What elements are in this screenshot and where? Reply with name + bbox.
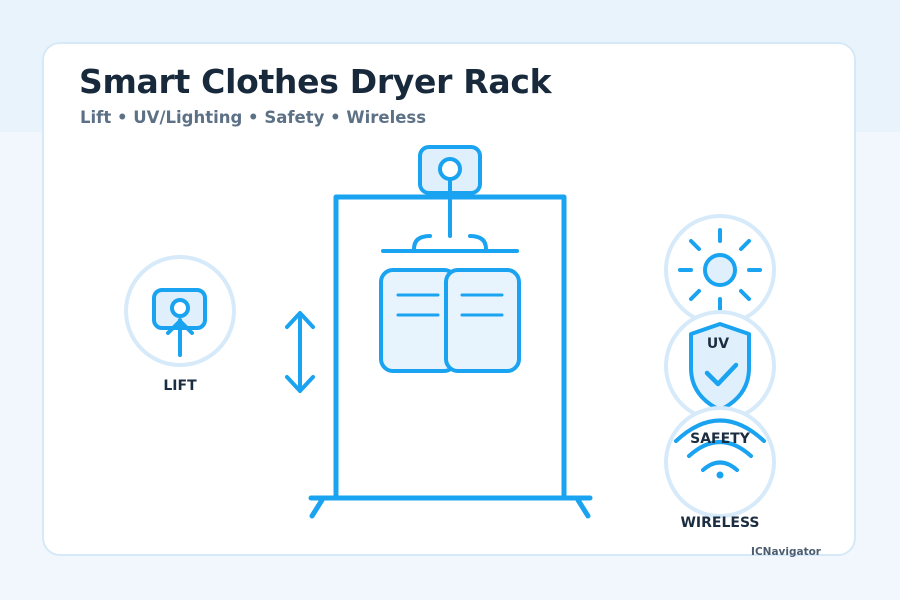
clothes-left xyxy=(379,268,458,373)
uv-feature xyxy=(664,214,776,326)
lift-icon xyxy=(152,288,207,357)
sun-icon xyxy=(678,228,762,312)
wireless-label: WIRELESS xyxy=(680,515,759,531)
watermark: ICNavigator xyxy=(751,546,822,558)
page-subtitle: Lift • UV/Lighting • Safety • Wireless xyxy=(80,108,427,127)
wireless-feature: SAFETY WIRELESS xyxy=(664,406,776,531)
motor-unit xyxy=(418,145,482,238)
uv-label: UV xyxy=(707,336,729,352)
page-title: Smart Clothes Dryer Rack xyxy=(79,62,552,101)
safety-label: SAFETY xyxy=(690,431,751,447)
hanger-bar xyxy=(381,234,519,253)
clothes-right xyxy=(444,268,521,373)
wifi-icon xyxy=(674,418,766,479)
lift-label: LIFT xyxy=(163,378,197,394)
lift-arrow-icon xyxy=(285,311,315,393)
safety-feature: UV xyxy=(664,310,776,422)
lift-feature: LIFT xyxy=(124,255,236,394)
